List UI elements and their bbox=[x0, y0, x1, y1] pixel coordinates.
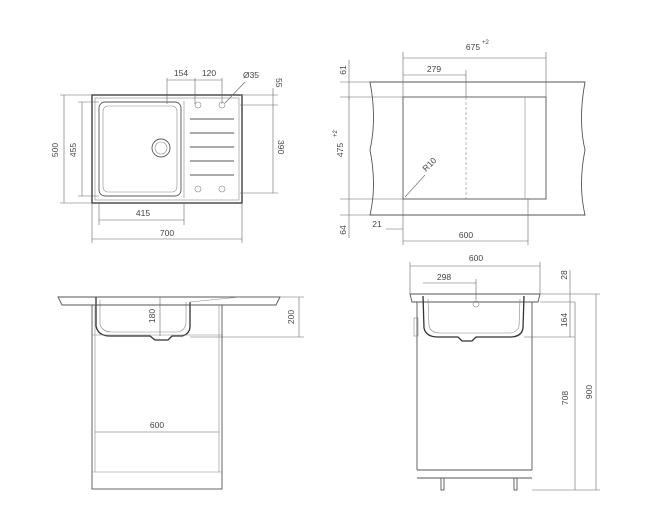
dim-55: 55 bbox=[274, 78, 284, 88]
cabinet-leg bbox=[513, 477, 518, 491]
cutout-rect bbox=[402, 96, 547, 200]
dim-455: 455 bbox=[68, 143, 78, 157]
top-view: 154 120 Ø35 55 390 500 455 415 700 bbox=[50, 68, 286, 243]
dim-180: 180 bbox=[147, 309, 157, 323]
dim-21: 21 bbox=[372, 219, 382, 229]
dim-675-tolerance: +2 bbox=[482, 40, 490, 46]
countertop-outline bbox=[369, 81, 586, 216]
bowl-profile-side bbox=[422, 295, 525, 342]
dim-600-front: 600 bbox=[150, 420, 164, 430]
dim-200: 200 bbox=[286, 310, 296, 324]
drain-outer bbox=[151, 138, 171, 158]
dim-61: 61 bbox=[338, 65, 348, 75]
dim-r10: R10 bbox=[420, 155, 438, 173]
bowl-inner-profile bbox=[99, 300, 187, 333]
bowl-profile bbox=[95, 297, 191, 341]
drain-inner bbox=[154, 141, 168, 155]
dim-708: 708 bbox=[560, 391, 570, 405]
dim-120: 120 bbox=[202, 68, 216, 78]
countertop-side bbox=[409, 293, 541, 303]
dim-298: 298 bbox=[437, 272, 451, 282]
dim-675: 675 bbox=[466, 42, 480, 52]
dim-diameter-35: Ø35 bbox=[243, 70, 259, 80]
dim-500: 500 bbox=[50, 143, 60, 157]
bowl-outline bbox=[98, 101, 182, 197]
side-section: 600 298 28 164 708 900 bbox=[409, 253, 600, 491]
dim-900: 900 bbox=[584, 385, 594, 399]
dim-475: 475 bbox=[335, 143, 345, 157]
countertop bbox=[57, 296, 281, 306]
front-section: 180 200 600 bbox=[57, 296, 304, 490]
tap-hole bbox=[218, 185, 226, 193]
dim-164: 164 bbox=[559, 313, 569, 327]
cutout-view: 675 +2 279 61 475 +2 R10 64 21 600 bbox=[333, 40, 586, 245]
dim-390: 390 bbox=[276, 140, 286, 154]
dim-279: 279 bbox=[427, 64, 441, 74]
dim-154: 154 bbox=[174, 68, 188, 78]
bowl-inner bbox=[102, 105, 178, 193]
dim-600-side: 600 bbox=[469, 253, 483, 263]
tap-hole bbox=[194, 101, 202, 109]
dim-64: 64 bbox=[338, 225, 348, 235]
dim-28: 28 bbox=[559, 270, 569, 280]
dim-600-cutout: 600 bbox=[459, 230, 473, 240]
overflow-hole bbox=[472, 300, 480, 308]
dim-700: 700 bbox=[160, 228, 174, 238]
cabinet-leg bbox=[440, 477, 445, 491]
cabinet bbox=[91, 304, 223, 490]
dim-475-tolerance: +2 bbox=[333, 129, 339, 137]
dim-415: 415 bbox=[136, 208, 150, 218]
tap-hole bbox=[194, 185, 202, 193]
